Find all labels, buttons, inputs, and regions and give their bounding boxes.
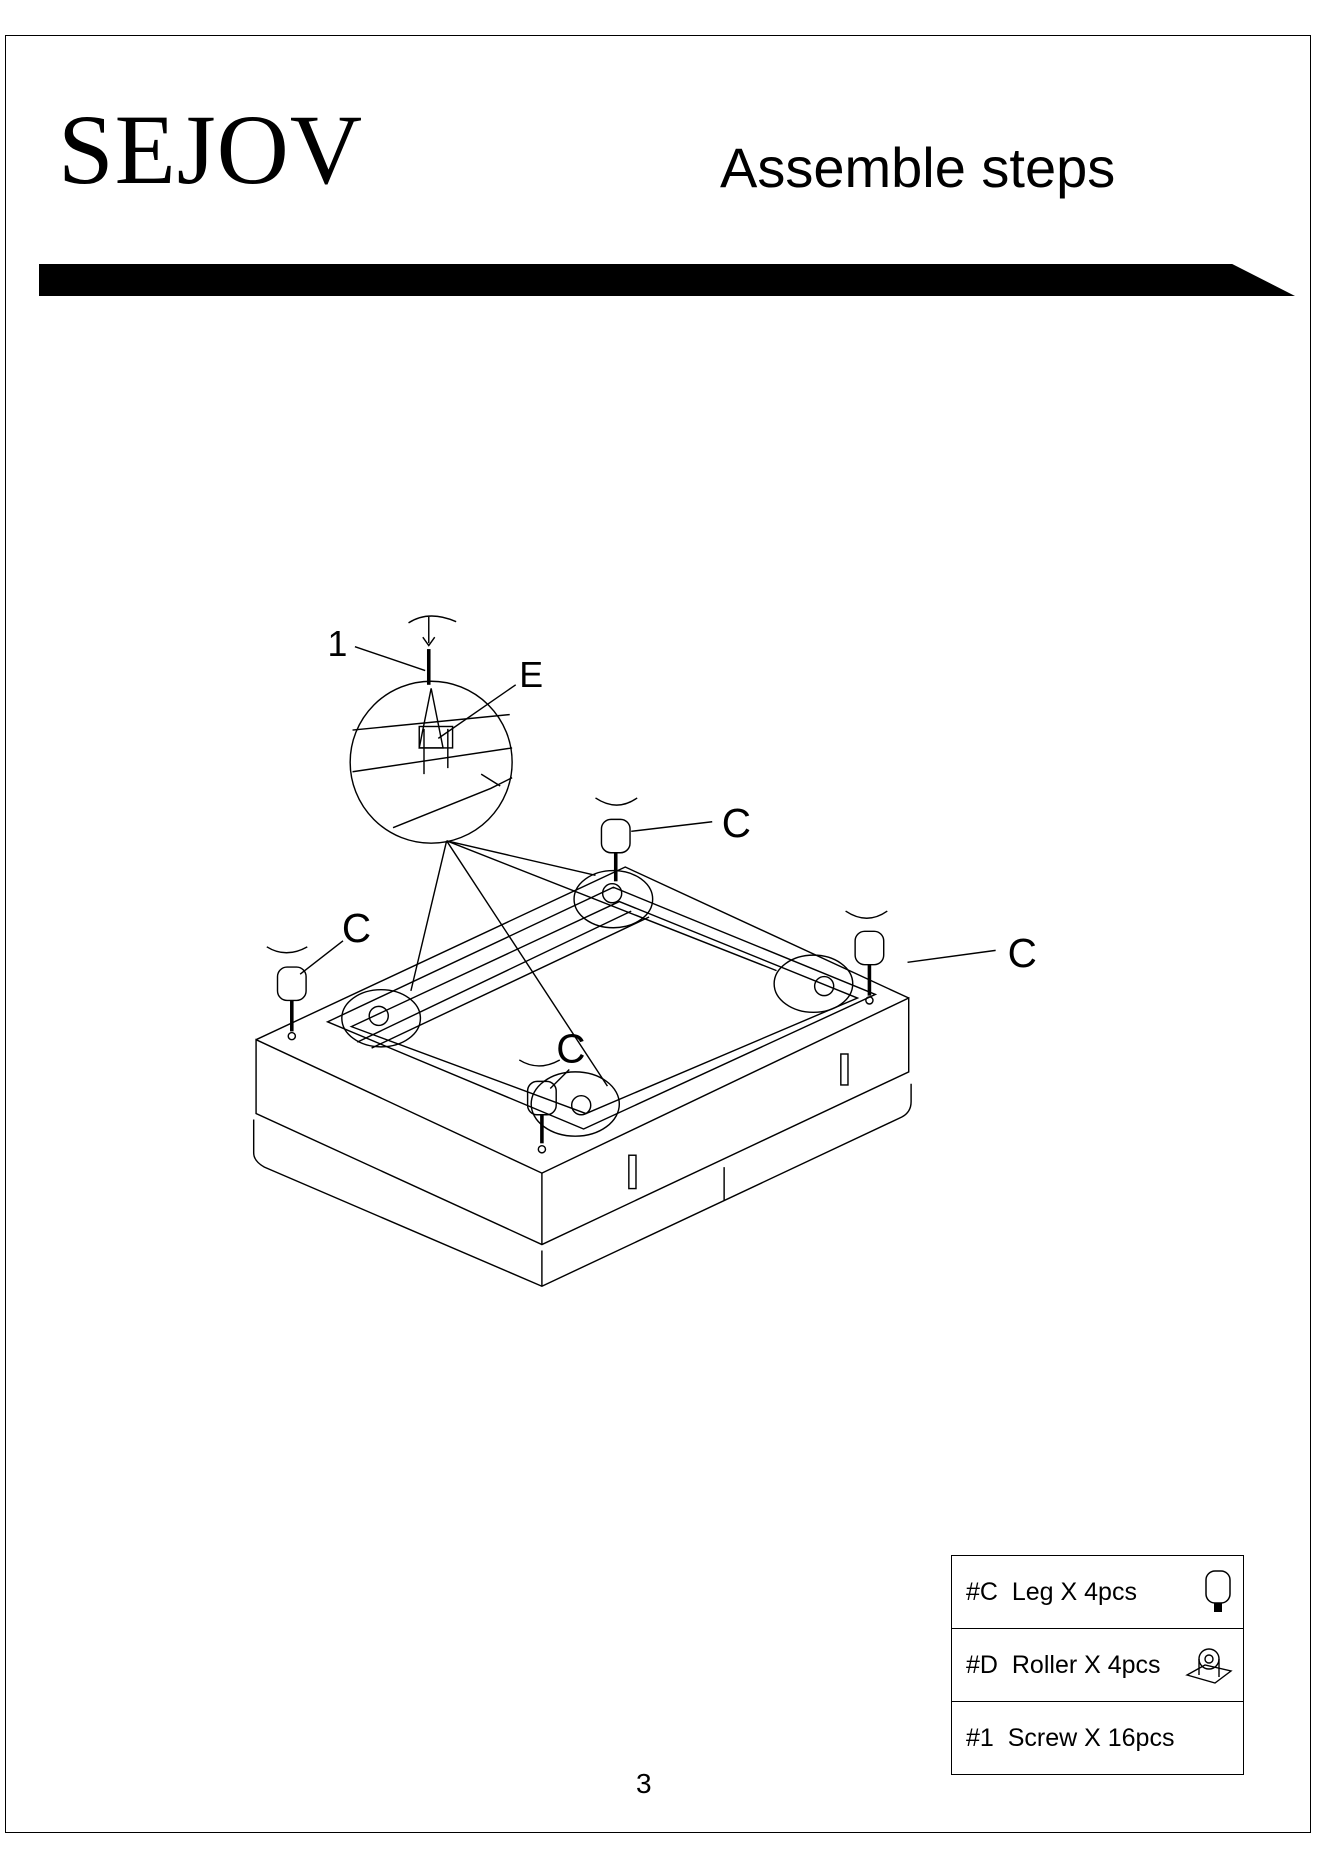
part-code: #C	[966, 1577, 998, 1606]
leg-label: C	[1008, 930, 1037, 976]
leg-icon	[595, 797, 638, 882]
legs	[266, 797, 888, 1154]
part-description: Screw X 16pcs	[1007, 1723, 1175, 1752]
brand-logo: SEJOV	[58, 94, 364, 205]
leader-lines	[299, 646, 996, 1090]
roller-plate-label: E	[519, 655, 543, 695]
part-code: #D	[966, 1650, 998, 1679]
parts-list: #C Leg X 4pcs #D Roller X 4pcs #1 Screw …	[951, 1555, 1244, 1775]
header-bar	[39, 264, 1295, 296]
roller-icon	[1185, 1648, 1233, 1684]
part-code: #1	[966, 1723, 994, 1752]
leg-label: C	[342, 905, 371, 951]
bed-base	[252, 866, 912, 1288]
part-description: Leg X 4pcs	[1011, 1577, 1137, 1606]
leg-icon	[518, 1059, 561, 1154]
leg-icon	[1205, 1570, 1231, 1612]
page-number: 3	[636, 1768, 652, 1799]
page-border	[5, 35, 1311, 1833]
roller-callouts	[341, 615, 854, 1137]
screw-label: 1	[328, 624, 348, 664]
leg-label: C	[556, 1025, 585, 1071]
leg-icon	[845, 910, 888, 1005]
part-description: Roller X 4pcs	[1011, 1650, 1161, 1679]
parts-row: #D Roller X 4pcs	[951, 1628, 1244, 1702]
page-title: Assemble steps	[720, 136, 1116, 199]
parts-row: #C Leg X 4pcs	[951, 1555, 1244, 1629]
leg-label: C	[722, 800, 751, 846]
parts-row: #1 Screw X 16pcs	[951, 1701, 1244, 1775]
leg-icon	[266, 946, 308, 1041]
